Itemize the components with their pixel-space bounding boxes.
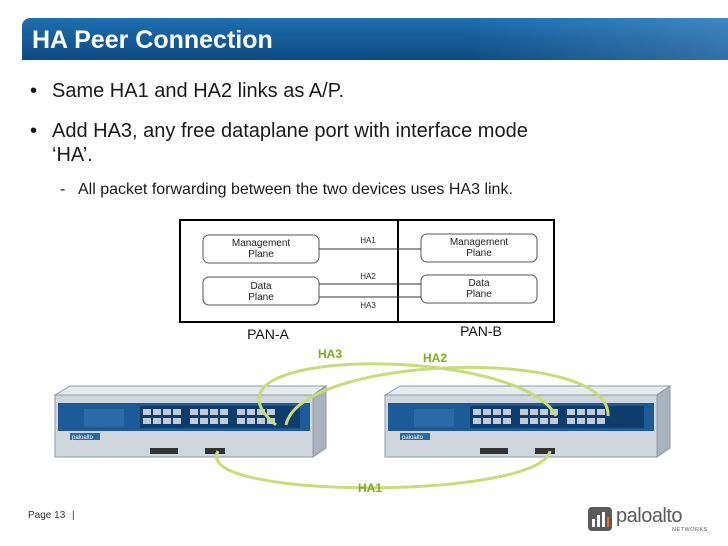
bullet-2: • Add HA3, any free dataplane port with …	[30, 120, 690, 168]
footer: Page 13 |	[28, 510, 75, 521]
ha1-cable	[214, 450, 552, 490]
pan-a-data-label-1: Data	[250, 281, 272, 292]
pan-a-data-plane-box	[202, 276, 320, 306]
paloalto-logo: paloalto NETWORKS	[588, 505, 714, 533]
pan-a-mgmt-label-2: Plane	[248, 249, 274, 260]
ha2-link-label: HA2	[360, 272, 376, 281]
pan-b-appliance: paloalto	[383, 385, 672, 458]
bullet-marker: •	[30, 120, 38, 142]
pan-a-data-label-2: Plane	[248, 292, 274, 303]
paloalto-logo-icon	[588, 507, 612, 531]
pan-a-mgmt-label-1: Management	[232, 238, 291, 249]
ha2-cable	[284, 365, 610, 426]
ha3-link-label: HA3	[360, 301, 376, 310]
paloalto-logo-word: paloalto	[616, 505, 683, 527]
bullet-1-text: Same HA1 and HA2 links as A/P.	[52, 80, 345, 102]
pan-b-mgmt-label-1: Management	[450, 237, 509, 248]
ha1-link-label: HA1	[360, 236, 376, 245]
ha2-cable-label: HA2	[423, 351, 447, 365]
footer-separator: |	[72, 510, 75, 521]
page-number: Page 13	[28, 510, 66, 521]
sub-bullet-text: All packet forwarding between the two de…	[78, 181, 513, 198]
pan-a-label: PAN-A	[247, 326, 289, 342]
bullet-2-text-line-2: ‘HA’.	[52, 144, 93, 166]
title-bar-sheen	[468, 18, 728, 60]
bullet-1: • Same HA1 and HA2 links as A/P.	[30, 80, 670, 104]
title-bar: HA Peer Connection	[22, 18, 728, 60]
sub-bullet-marker: -	[60, 181, 66, 198]
pan-b-data-label-1: Data	[468, 278, 490, 289]
ha3-cable-label: HA3	[318, 347, 342, 361]
ha3-cable	[257, 362, 558, 427]
ha1-cable-label: HA1	[358, 481, 382, 495]
sub-bullet: - All packet forwarding between the two …	[60, 181, 680, 201]
pan-b-mgmt-plane-box	[420, 233, 538, 263]
pan-a-brand-label: paloalto	[72, 435, 94, 441]
pan-b-brand-label: paloalto	[402, 435, 424, 441]
bullet-marker: •	[30, 80, 38, 102]
pan-b-mgmt-label-2: Plane	[466, 248, 492, 259]
slide-title: HA Peer Connection	[32, 26, 273, 54]
pan-b-label: PAN-B	[460, 323, 502, 339]
paloalto-logo-sub: NETWORKS	[672, 527, 708, 533]
bullet-2-text-line-1: Add HA3, any free dataplane port with in…	[52, 120, 528, 142]
pan-a-appliance: paloalto	[53, 385, 328, 458]
pan-b-data-label-2: Plane	[466, 289, 492, 300]
pan-b-data-plane-box	[420, 274, 538, 304]
